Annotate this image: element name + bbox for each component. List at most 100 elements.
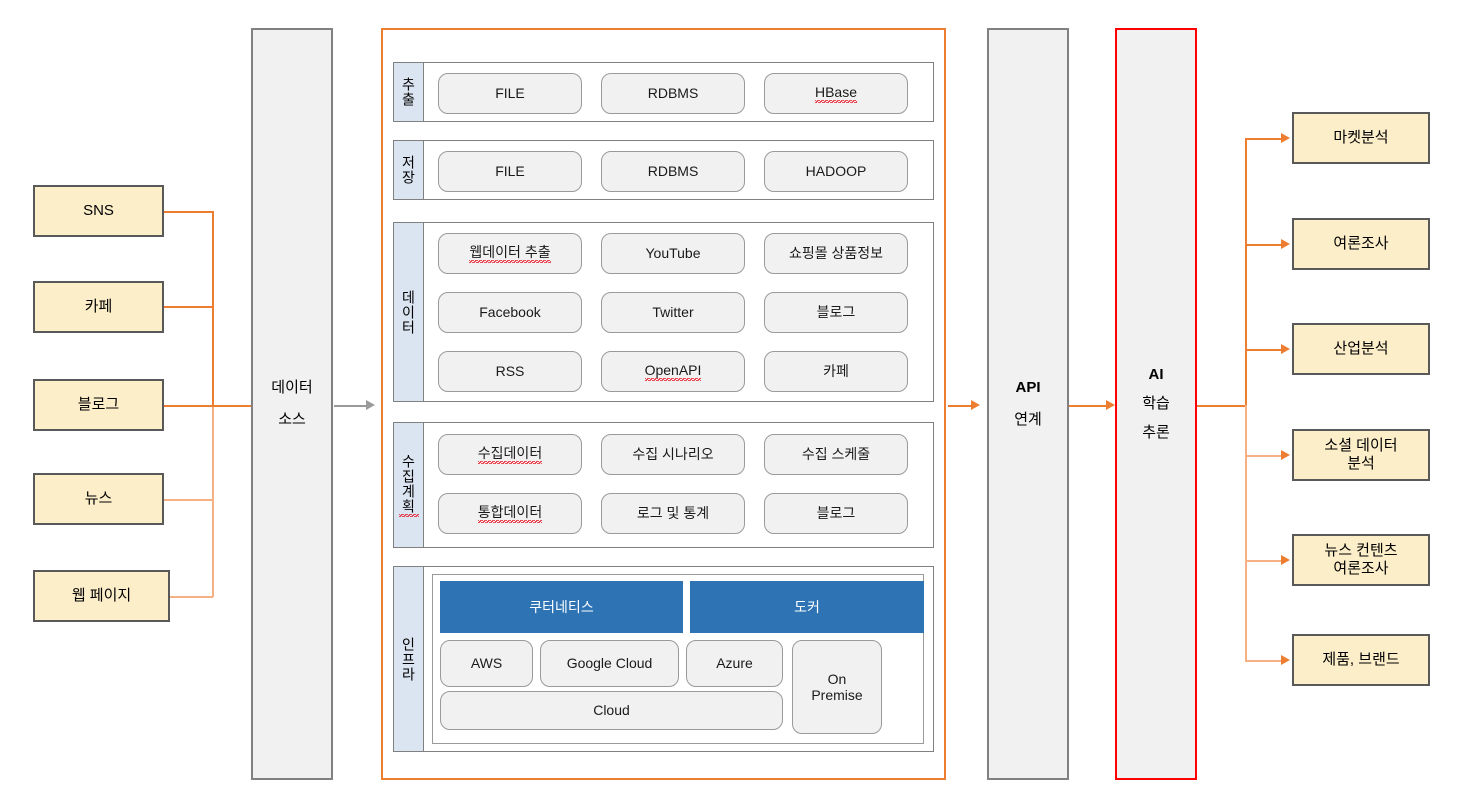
chip-blog[interactable]: 블로그 [764,493,908,534]
output-box-product-brand[interactable]: 제품, 브랜드 [1292,634,1430,686]
container-docker[interactable]: 도커 [690,581,924,633]
connector-platform-to-api [948,405,973,407]
pillar-line-1: AI [1148,365,1164,383]
chip-label: 수집데이터 [477,444,543,465]
chip-label: Google Cloud [566,655,653,672]
chip-hadoop[interactable]: HADOOP [764,151,908,192]
arrow-output-6 [1281,655,1290,665]
chip-twitter[interactable]: Twitter [601,292,745,333]
output-label-line-1: 마켓분석 [1333,128,1389,146]
chip-label: 수집 시나리오 [632,446,714,463]
arrow-output-1 [1281,133,1290,143]
output-box-market-analysis[interactable]: 마켓분석 [1292,112,1430,164]
chip-label: HADOOP [805,163,867,180]
connector-api-to-ai [1069,405,1109,407]
chip-rss[interactable]: RSS [438,351,582,392]
connector-sns [164,211,213,213]
arrow-api-to-ai [1106,400,1115,410]
chip-file[interactable]: FILE [438,151,582,192]
source-label: 뉴스 [84,489,113,507]
pillar-line-1: API [1015,378,1041,396]
chip-blog[interactable]: 블로그 [764,292,908,333]
output-label-line-1: 산업분석 [1333,339,1389,357]
connector-blog [164,405,213,407]
chip-youtube[interactable]: YouTube [601,233,745,274]
chip-web-data-extract[interactable]: 웹데이터 추출 [438,233,582,274]
arrow-output-2 [1281,239,1290,249]
source-label: 웹 페이지 [71,586,132,604]
container-kubernetes[interactable]: 쿠터네티스 [440,581,683,633]
chip-label: 카페 [823,363,849,380]
source-box-webpage[interactable]: 웹 페이지 [33,570,170,622]
section-collection-plan: 수집계획 수집데이터 수집 시나리오 수집 스케줄 통합데이터 로그 및 통계 … [393,422,934,548]
chip-label: Twitter [652,304,694,321]
connector-output-1 [1245,138,1283,140]
chip-on-premise[interactable]: On Premise [792,640,882,734]
connector-output-6 [1245,660,1283,662]
output-box-news-content-opinion-survey[interactable]: 뉴스 컨텐츠 여론조사 [1292,534,1430,586]
output-label-line-2: 여론조사 [1333,560,1389,577]
chip-label-line-2: Premise [811,687,863,703]
arrow-output-4 [1281,450,1290,460]
chip-label: FILE [495,85,525,102]
pillar-data-source[interactable]: 데이터 소스 [251,28,333,780]
chip-rdbms[interactable]: RDBMS [601,73,745,114]
section-label-data: 데이터 [394,223,424,401]
chip-facebook[interactable]: Facebook [438,292,582,333]
arrow-output-3 [1281,344,1290,354]
section-body-collection-plan: 수집데이터 수집 시나리오 수집 스케줄 통합데이터 로그 및 통계 블로그 [424,423,933,547]
chip-google-cloud[interactable]: Google Cloud [540,640,679,687]
chip-openapi[interactable]: OpenAPI [601,351,745,392]
output-label-line-1: 제품, 브랜드 [1322,650,1400,668]
chip-label: HBase [814,83,858,104]
chip-shopping-mall-product-info[interactable]: 쇼핑몰 상품정보 [764,233,908,274]
chip-collection-scenario[interactable]: 수집 시나리오 [601,434,745,475]
output-box-social-data-analysis[interactable]: 소셜 데이터 분석 [1292,429,1430,481]
chip-azure[interactable]: Azure [686,640,783,687]
container-label: 도커 [794,599,820,615]
output-box-industry-analysis[interactable]: 산업분석 [1292,323,1430,375]
source-box-sns[interactable]: SNS [33,185,164,237]
chip-label: 로그 및 통계 [636,505,710,522]
pillar-line-3: 추론 [1142,424,1170,442]
chip-hbase[interactable]: HBase [764,73,908,114]
connector-cafe [164,306,213,308]
section-label-collection-plan: 수집계획 [394,423,424,547]
section-body-extract: FILE RDBMS HBase [424,63,933,121]
connector-output-5 [1245,560,1283,562]
chip-rdbms[interactable]: RDBMS [601,151,745,192]
pillar-line-1: 데이터 [271,378,313,396]
chip-log-and-stats[interactable]: 로그 및 통계 [601,493,745,534]
chip-cafe[interactable]: 카페 [764,351,908,392]
connector-output-2 [1245,244,1283,246]
chip-label: YouTube [645,245,701,262]
pillar-api[interactable]: API 연계 [987,28,1069,780]
section-body-data: 웹데이터 추출 YouTube 쇼핑몰 상품정보 Facebook Twitte… [424,223,933,401]
output-box-public-opinion-survey[interactable]: 여론조사 [1292,218,1430,270]
chip-label: 웹데이터 추출 [469,243,551,264]
source-box-blog[interactable]: 블로그 [33,379,164,431]
section-body-infra: 쿠터네티스 도커 AWS Google Cloud Azure On Premi… [424,567,933,751]
source-box-news[interactable]: 뉴스 [33,473,164,525]
chip-label: OpenAPI [644,361,702,382]
chip-collected-data[interactable]: 수집데이터 [438,434,582,475]
connector-webpage-rise [212,405,214,597]
chip-file[interactable]: FILE [438,73,582,114]
output-label-line-1: 뉴스 컨텐츠 [1324,541,1398,559]
source-label: SNS [83,201,114,219]
source-box-cafe[interactable]: 카페 [33,281,164,333]
section-label-extract: 추출 [394,63,424,121]
chip-label: 블로그 [816,304,856,321]
chip-cloud[interactable]: Cloud [440,691,783,730]
chip-label: 쇼핑몰 상품정보 [788,245,884,262]
chip-aws[interactable]: AWS [440,640,533,687]
chip-collection-schedule[interactable]: 수집 스케줄 [764,434,908,475]
connector-datasource-to-platform [334,405,368,407]
pillar-line-2: 소스 [278,411,306,428]
section-infra: 인프라 쿠터네티스 도커 AWS Google Cloud Azure [393,566,934,752]
pillar-ai[interactable]: AI 학습 추론 [1115,28,1197,780]
connector-output-trunk-down [1245,405,1247,660]
chip-integrated-data[interactable]: 통합데이터 [438,493,582,534]
connector-cafe-drop [212,306,214,405]
